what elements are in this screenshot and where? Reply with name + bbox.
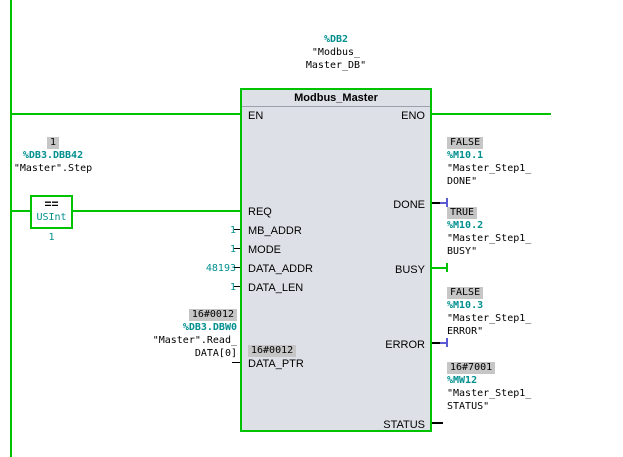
pin-data-addr[interactable]: DATA_ADDR [248, 263, 313, 275]
data-ptr-name-line2[interactable]: DATA[0] [194, 348, 237, 359]
pin-eno[interactable]: ENO [401, 110, 425, 122]
pin-mb-addr[interactable]: MB_ADDR [248, 225, 302, 237]
done-name-line1[interactable]: "Master_Step1_ [447, 163, 532, 174]
error-address[interactable]: %M10.3 [447, 300, 484, 311]
busy-address[interactable]: %M10.2 [447, 220, 484, 231]
tick-done [446, 198, 448, 207]
data-ptr-operand[interactable]: 16#0012 %DB3.DBW0 "Master".Read_ DATA[0] [130, 308, 237, 360]
instance-name-line1: "Modbus_ [311, 47, 361, 58]
wire-error [432, 342, 440, 344]
compare-equal-box[interactable]: == USInt [30, 195, 73, 229]
error-operand[interactable]: FALSE %M10.3 "Master_Step1_ ERROR" [447, 286, 531, 338]
data-ptr-monitor: 16#0012 [188, 309, 237, 321]
pin-data-ptr[interactable]: DATA_PTR [248, 358, 304, 370]
busy-operand[interactable]: TRUE %M10.2 "Master_Step1_ BUSY" [447, 206, 531, 258]
comparator-operand-address[interactable]: %DB3.DBB42 [22, 150, 84, 161]
wire-done [432, 202, 440, 204]
done-address[interactable]: %M10.1 [447, 150, 484, 161]
wire-error-bool [440, 342, 447, 344]
comparator-operand-name[interactable]: "Master".Step [13, 163, 93, 174]
status-address[interactable]: %MW12 [447, 375, 478, 386]
pin-error[interactable]: ERROR [385, 339, 425, 351]
busy-state: TRUE [447, 207, 478, 219]
wire-done-bool [440, 202, 447, 204]
power-rail [10, 0, 12, 457]
done-name-line2[interactable]: DONE" [447, 176, 478, 187]
pin-req[interactable]: REQ [248, 206, 272, 218]
pin-busy[interactable]: BUSY [395, 264, 425, 276]
wire-comparator-in [10, 210, 30, 212]
pin-mode[interactable]: MODE [248, 244, 281, 256]
modbus-master-block[interactable]: Modbus_Master EN ENO REQ MB_ADDR MODE DA… [240, 88, 432, 432]
error-state: FALSE [447, 287, 484, 299]
comparator-monitor-value: 1 [46, 137, 60, 149]
data-ptr-address[interactable]: %DB3.DBW0 [182, 322, 237, 333]
status-name-line1[interactable]: "Master_Step1_ [447, 388, 532, 399]
instance-name-line2: Master_DB" [305, 60, 367, 71]
stub-mode [234, 248, 240, 249]
error-name-line1[interactable]: "Master_Step1_ [447, 313, 532, 324]
value-data-len[interactable]: 1 [229, 282, 236, 293]
stub-data-len [234, 286, 240, 287]
block-title: Modbus_Master [242, 91, 430, 107]
pin-data-len[interactable]: DATA_LEN [248, 282, 304, 294]
wire-en [10, 113, 240, 115]
tick-error [446, 338, 448, 347]
wire-status [432, 422, 443, 424]
error-name-line2[interactable]: ERROR" [447, 326, 484, 337]
pin-done[interactable]: DONE [393, 199, 425, 211]
instance-db-address[interactable]: %DB2 [323, 34, 349, 45]
stub-data-ptr [232, 362, 240, 363]
tick-busy [446, 263, 448, 272]
data-ptr-name-line1[interactable]: "Master".Read_ [152, 335, 237, 346]
compare-operator: == [44, 197, 59, 211]
status-name-line2[interactable]: STATUS" [447, 401, 490, 412]
pin-en[interactable]: EN [248, 110, 264, 122]
compare-value[interactable]: 1 [48, 232, 55, 243]
wire-comparator-out [73, 210, 240, 212]
compare-type[interactable]: USInt [36, 212, 67, 223]
wire-busy [432, 267, 447, 269]
value-mb-addr[interactable]: 1 [229, 225, 236, 236]
status-state: 16#7001 [447, 362, 496, 374]
value-data-addr[interactable]: 48193 [205, 263, 236, 274]
stub-data-addr [234, 267, 240, 268]
instance-annotation[interactable]: %DB2 "Modbus_ Master_DB" [240, 33, 432, 72]
comparator-operand[interactable]: 1 %DB3.DBB42 "Master".Step [0, 136, 106, 175]
busy-name-line1[interactable]: "Master_Step1_ [447, 233, 532, 244]
status-operand[interactable]: 16#7001 %MW12 "Master_Step1_ STATUS" [447, 361, 531, 413]
done-operand[interactable]: FALSE %M10.1 "Master_Step1_ DONE" [447, 136, 531, 188]
wire-eno [432, 113, 551, 115]
busy-name-line2[interactable]: BUSY" [447, 246, 478, 257]
stub-mb-addr [234, 229, 240, 230]
value-mode[interactable]: 1 [229, 244, 236, 255]
pin-status[interactable]: STATUS [383, 419, 425, 431]
done-state: FALSE [447, 137, 484, 149]
data-ptr-monitor-value: 16#0012 [248, 344, 297, 357]
